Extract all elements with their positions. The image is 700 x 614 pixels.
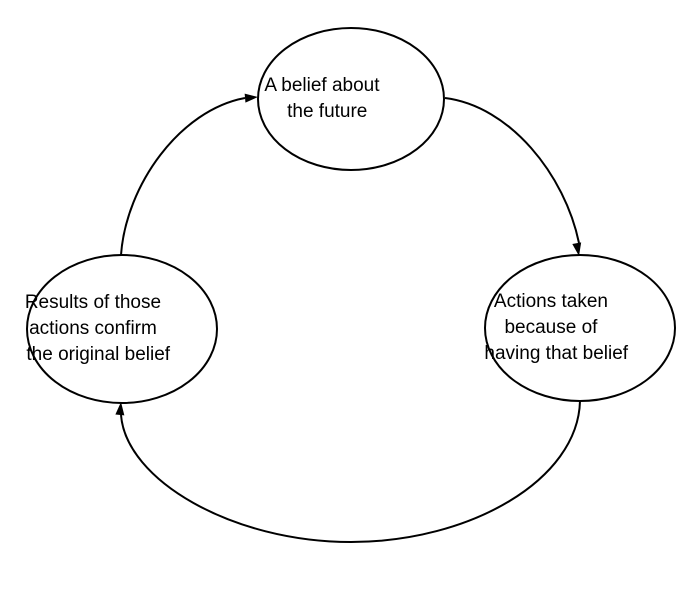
node-actions-line-3: having that belief <box>484 343 628 364</box>
edge-path-belief-to-actions <box>444 97 580 244</box>
edges-group <box>115 93 582 544</box>
node-belief-line-1: A belief about <box>264 75 380 96</box>
node-results-line-3: the original belief <box>26 344 170 365</box>
edge-belief-to-actions <box>444 97 582 256</box>
node-actions[interactable]: Actions taken because of having that bel… <box>0 0 676 402</box>
nodes-group: A belief about the future Actions taken … <box>0 0 676 404</box>
edge-results-to-belief <box>120 93 258 256</box>
node-belief-line-2: the future <box>287 101 367 122</box>
node-actions-label: Actions taken because of having that bel… <box>484 291 628 364</box>
edge-actions-to-results <box>115 400 581 544</box>
node-results[interactable]: Results of those actions confirm the ori… <box>0 0 219 404</box>
node-actions-line-2: because of <box>504 317 598 338</box>
node-results-line-2: actions confirm <box>29 318 157 339</box>
node-results-label: Results of those actions confirm the ori… <box>0 0 219 365</box>
node-belief-label: A belief about the future <box>0 0 438 122</box>
edge-path-results-to-belief <box>120 97 246 256</box>
edge-path-actions-to-results <box>120 400 581 544</box>
node-actions-ellipse[interactable] <box>484 254 676 402</box>
node-belief-ellipse[interactable] <box>257 27 445 171</box>
node-belief[interactable]: A belief about the future <box>0 0 445 171</box>
node-actions-line-1: Actions taken <box>494 291 608 312</box>
node-results-line-1: Results of those <box>25 292 161 313</box>
node-results-ellipse[interactable] <box>26 254 218 404</box>
arrowhead-into-actions <box>572 242 582 256</box>
arrowhead-into-belief <box>244 93 258 103</box>
arrowhead-into-results <box>115 402 125 416</box>
